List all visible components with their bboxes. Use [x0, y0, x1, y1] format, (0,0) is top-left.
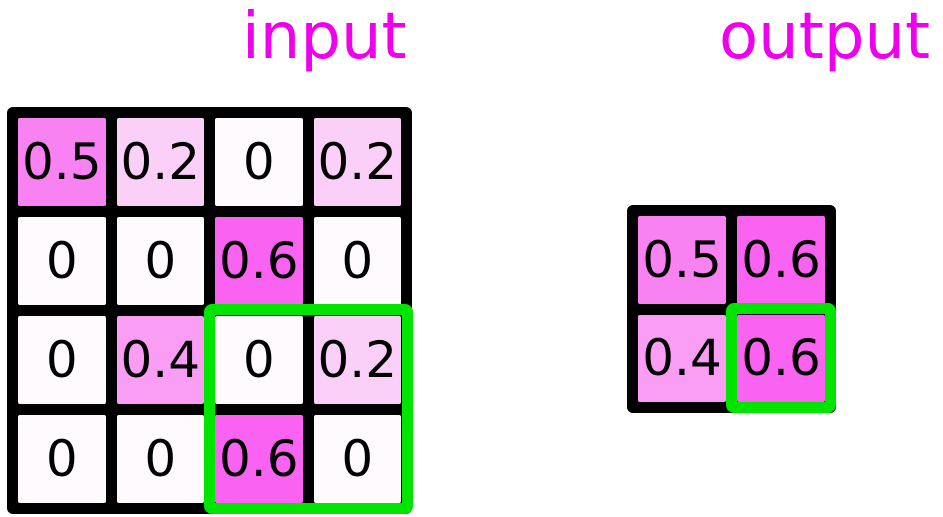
input-cell-r4c3: 0.6 [215, 415, 303, 503]
input-cell-r1c4: 0.2 [313, 118, 401, 206]
output-cell-r2c2: 0.6 [737, 314, 825, 402]
input-cell-r2c2: 0 [116, 217, 204, 305]
input-cell-r4c1: 0 [18, 415, 106, 503]
input-cell-r4c4: 0 [313, 415, 401, 503]
output-cell-r2c1: 0.4 [638, 314, 726, 402]
input-cell-r2c3: 0.6 [215, 217, 303, 305]
output-title: output [719, 0, 931, 74]
input-cell-r3c1: 0 [18, 316, 106, 404]
input-cell-r3c4: 0.2 [313, 316, 401, 404]
input-cell-r2c4: 0 [313, 217, 401, 305]
input-cell-r3c2: 0.4 [116, 316, 204, 404]
input-cell-r4c2: 0 [116, 415, 204, 503]
output-cell-r1c2: 0.6 [737, 216, 825, 304]
input-title: input [242, 0, 407, 74]
input-cell-r2c1: 0 [18, 217, 106, 305]
input-cell-r3c3: 0 [215, 316, 303, 404]
output-cell-r1c1: 0.5 [638, 216, 726, 304]
input-cell-r1c1: 0.5 [18, 118, 106, 206]
input-cell-r1c2: 0.2 [116, 118, 204, 206]
input-cell-r1c3: 0 [215, 118, 303, 206]
